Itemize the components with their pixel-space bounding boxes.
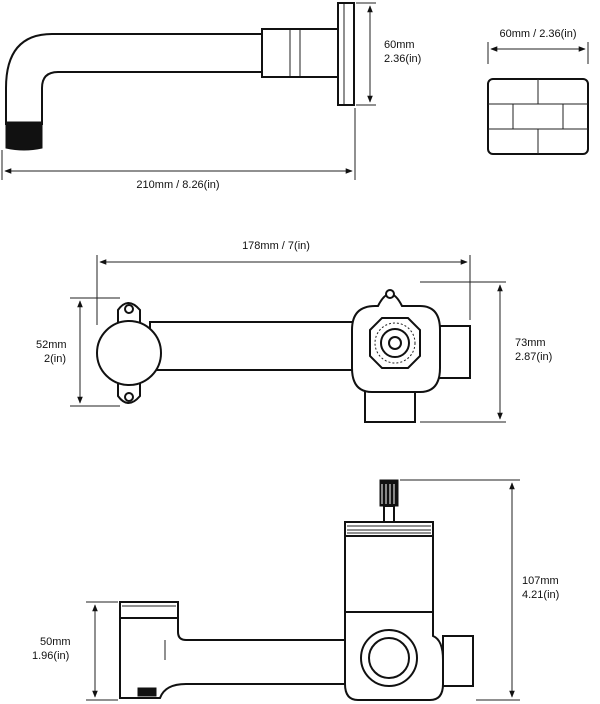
valve-height-dimension: 73mm 2.87(in) [420,281,552,423]
plate-width-dimension: 60mm / 2.36(in) [487,28,589,64]
spout-length-dimension: 210mm / 8.26(in) [1,108,356,191]
inlet-height-label-in: 2(in) [44,353,66,365]
side-low-dimension: 50mm 1.96(in) [32,601,118,701]
inlet-height-label-mm: 52mm [36,339,67,351]
wall-plate-front-view [487,78,589,155]
side-high-dimension: 107mm 4.21(in) [400,479,559,701]
spout-height-label-mm: 60mm [384,39,415,51]
valve-height-label-in: 2.87(in) [515,351,552,363]
spout-height-dimension: 60mm 2.36(in) [356,2,421,106]
body-length-label: 178mm / 7(in) [242,240,310,252]
spout-side-view [5,2,355,151]
plate-width-label: 60mm / 2.36(in) [499,28,576,40]
side-low-label-mm: 50mm [40,636,71,648]
side-high-label-in: 4.21(in) [522,589,559,601]
inlet-height-dimension: 52mm 2(in) [36,297,120,407]
spout-height-label-in: 2.36(in) [384,53,421,65]
valve-body-side-view [119,479,474,701]
valve-body-top-view [96,289,471,423]
side-high-label-mm: 107mm [522,575,559,587]
valve-height-label-mm: 73mm [515,337,546,349]
side-low-label-in: 1.96(in) [32,650,69,662]
body-length-dimension: 178mm / 7(in) [96,240,471,325]
spout-length-label: 210mm / 8.26(in) [136,179,219,191]
